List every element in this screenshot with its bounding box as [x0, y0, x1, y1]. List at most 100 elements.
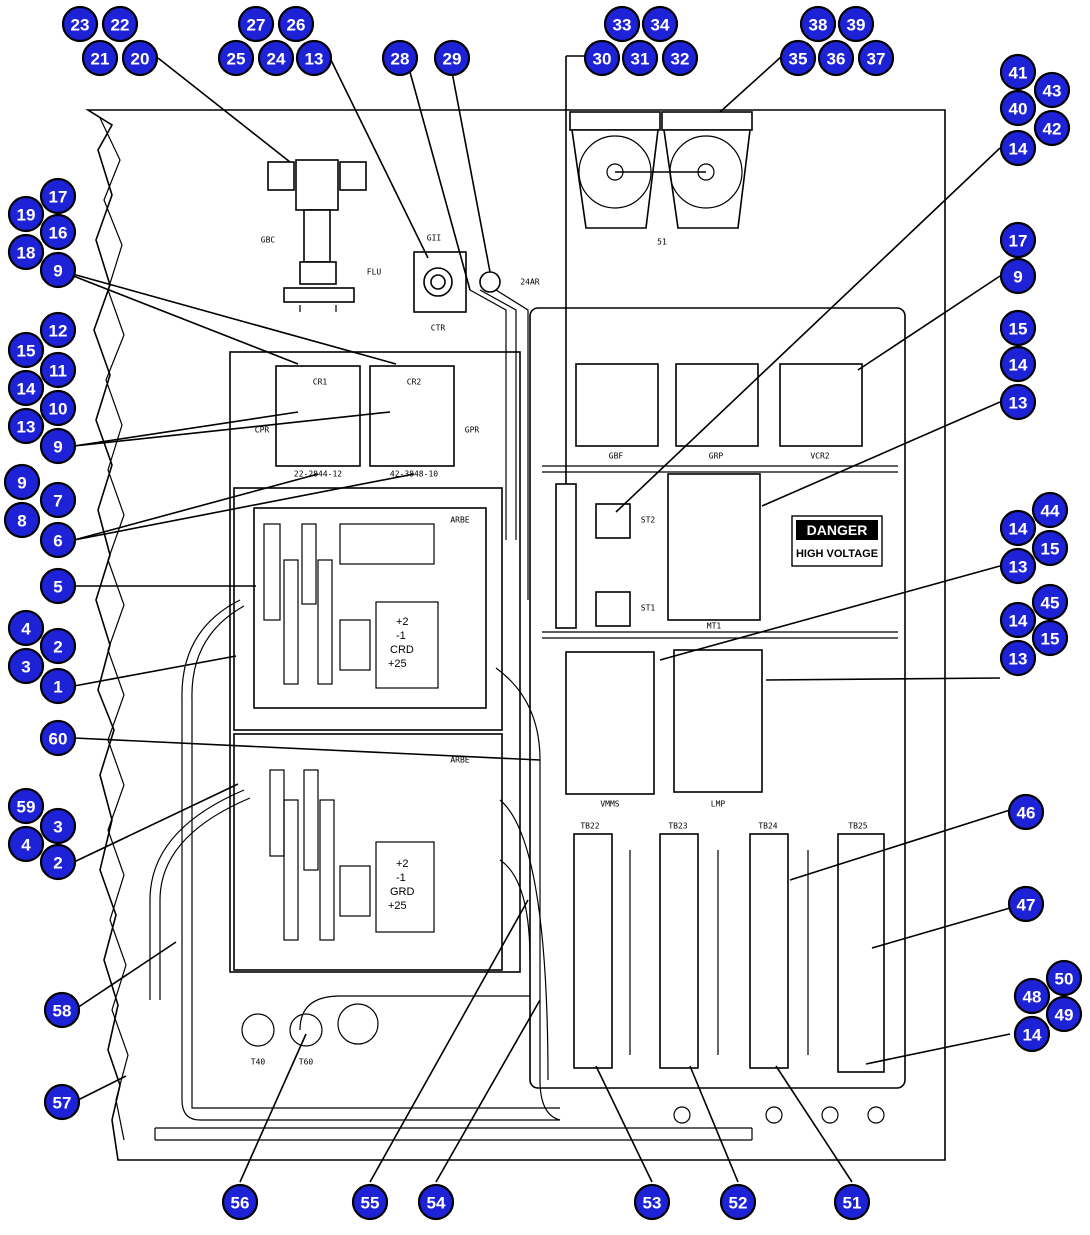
callout-number: 41: [1009, 64, 1028, 83]
callout-number: 12: [49, 322, 68, 341]
callout-55: 55: [351, 1183, 389, 1221]
callout-13: 13: [999, 383, 1037, 421]
callout-number: 52: [729, 1194, 748, 1213]
callout-36: 36: [817, 39, 855, 77]
callout-number: 13: [305, 50, 324, 69]
callout-14: 14: [999, 129, 1037, 167]
callout-number: 14: [1009, 520, 1028, 539]
svg-text:CRD: CRD: [390, 644, 414, 656]
callout-number: 59: [17, 798, 36, 817]
callout-6: 6: [39, 521, 77, 559]
callout-number: 14: [1009, 140, 1028, 159]
callout-number: 1: [53, 678, 62, 697]
cabinet-outline: [85, 109, 946, 1161]
callout-number: 38: [809, 16, 828, 35]
label-24ar: 24AR: [520, 278, 539, 287]
callout-number: 15: [1009, 320, 1028, 339]
callout-33: 33: [603, 5, 641, 43]
callout-number: 15: [1041, 630, 1060, 649]
ctr-knob: GII CTR 24AR: [413, 234, 540, 333]
callout-number: 13: [1009, 558, 1028, 577]
callout-number: 49: [1055, 1006, 1074, 1025]
callout-number: 14: [17, 380, 36, 399]
label-st1: ST1: [641, 604, 656, 613]
callout-1: 1: [39, 667, 77, 705]
callout-52: 52: [719, 1183, 757, 1221]
callout-20: 20: [121, 39, 159, 77]
label-gbf: GBF: [609, 452, 624, 461]
callout-number: 33: [613, 16, 632, 35]
callout-16: 16: [39, 213, 77, 251]
svg-text:-1: -1: [396, 872, 406, 884]
callout-7: 7: [39, 481, 77, 519]
callout-number: 35: [789, 50, 808, 69]
callout-25: 25: [217, 39, 255, 77]
callout-58: 58: [43, 991, 81, 1029]
callout-number: 37: [867, 50, 886, 69]
callout-51: 51: [833, 1183, 871, 1221]
callout-number: 21: [91, 50, 110, 69]
callout-number: 9: [17, 474, 26, 493]
callout-number: 36: [827, 50, 846, 69]
callout-3: 3: [7, 647, 45, 685]
callout-50: 50: [1045, 959, 1083, 997]
callout-15: 15: [7, 331, 45, 369]
cabinet: [85, 109, 946, 1161]
label-tb23: TB23: [668, 822, 687, 831]
callout-9: 9: [3, 463, 41, 501]
callout-number: 6: [53, 532, 62, 551]
callout-number: 4: [21, 836, 31, 855]
svg-text:+25: +25: [388, 658, 407, 670]
label-lmp: LMP: [711, 800, 726, 809]
callout-34: 34: [641, 5, 679, 43]
callout-number: 45: [1041, 594, 1060, 613]
callout-number: 29: [443, 50, 462, 69]
callout-45: 45: [1031, 583, 1069, 621]
callout-number: 8: [17, 512, 26, 531]
callout-17: 17: [39, 177, 77, 215]
callout-14: 14: [7, 369, 45, 407]
leader-lines: [57, 55, 1011, 1183]
callout-17: 17: [999, 221, 1037, 259]
callout-24: 24: [257, 39, 295, 77]
callout-22: 22: [101, 5, 139, 43]
callout-number: 2: [53, 638, 62, 657]
callout-9: 9: [39, 427, 77, 465]
callout-number: 13: [1009, 394, 1028, 413]
callout-number: 13: [1009, 650, 1028, 669]
callout-28: 28: [381, 39, 419, 77]
callout-number: 13: [17, 418, 36, 437]
callout-number: 48: [1023, 988, 1042, 1007]
callout-13: 13: [999, 547, 1037, 585]
callout-2: 2: [39, 627, 77, 665]
danger-title: DANGER: [807, 522, 868, 538]
callout-number: 17: [49, 188, 68, 207]
callout-13: 13: [295, 39, 333, 77]
callout-35: 35: [779, 39, 817, 77]
label-gpr: GPR: [465, 426, 480, 435]
callout-37: 37: [857, 39, 895, 77]
callout-18: 18: [7, 233, 45, 271]
label-cpr: CPR: [255, 426, 270, 435]
callout-number: 51: [843, 1194, 862, 1213]
callout-14: 14: [1013, 1015, 1051, 1053]
terminal-labels-lower: +2 -1 GRD +25: [388, 858, 415, 912]
label-mt1: MT1: [707, 622, 722, 631]
svg-text:GRD: GRD: [390, 886, 415, 898]
label-p1: 22-2844-12: [294, 470, 342, 479]
svg-text:+2: +2: [396, 858, 409, 870]
callout-number: 11: [49, 362, 67, 381]
callout-15: 15: [1031, 619, 1069, 657]
svg-text:-1: -1: [396, 630, 406, 642]
label-tb25: TB25: [848, 822, 867, 831]
callout-number: 18: [17, 244, 36, 263]
callout-46: 46: [1007, 793, 1045, 831]
label-gii: GII: [427, 234, 442, 243]
callout-number: 15: [1041, 540, 1060, 559]
callout-number: 9: [53, 438, 62, 457]
callout-number: 7: [53, 492, 62, 511]
callout-56: 56: [221, 1183, 259, 1221]
callout-32: 32: [661, 39, 699, 77]
callout-10: 10: [39, 389, 77, 427]
